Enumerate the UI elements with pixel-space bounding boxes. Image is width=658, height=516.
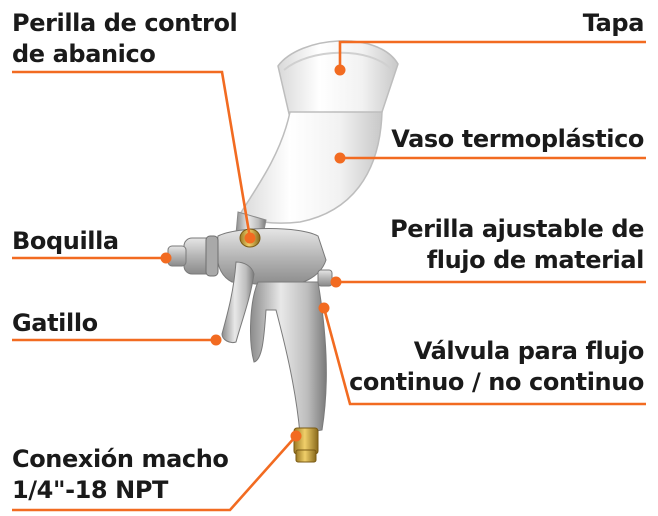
dot-perilla-abanico	[244, 232, 256, 244]
label-gatillo: Gatillo	[12, 309, 98, 337]
dot-tapa	[334, 64, 346, 76]
label-valvula-line2: continuo / no continuo	[349, 368, 644, 396]
label-boquilla: Boquilla	[12, 227, 119, 255]
callout-dots	[160, 64, 346, 442]
spray-gun-illustration	[167, 40, 399, 463]
leader-valvula	[322, 307, 646, 406]
label-valvula-line1: Válvula para flujo	[413, 337, 645, 365]
label-valvula: Válvula para flujo continuo / no continu…	[349, 336, 644, 398]
dot-perilla-flujo	[330, 276, 342, 288]
label-conexion-line1: Conexión macho	[12, 445, 229, 473]
label-perilla-abanico-line2: de abanico	[12, 40, 156, 68]
leader-tapa	[338, 40, 646, 70]
label-perilla-abanico-line1: Perilla de control	[12, 9, 238, 37]
label-vaso: Vaso termoplástico	[391, 125, 644, 153]
leader-perilla-abanico	[12, 70, 252, 239]
dot-boquilla	[160, 252, 172, 264]
label-conexion: Conexión macho 1/4"-18 NPT	[12, 444, 229, 506]
label-perilla-abanico: Perilla de control de abanico	[12, 8, 238, 70]
label-perilla-flujo-line2: flujo de material	[426, 246, 645, 274]
label-perilla-flujo: Perilla ajustable de flujo de material	[390, 214, 644, 276]
dot-vaso	[334, 152, 346, 164]
dot-gatillo	[210, 334, 222, 346]
gun-trigger	[221, 261, 255, 343]
rear-knob	[317, 269, 333, 287]
dot-conexion	[290, 430, 302, 442]
gun-head	[216, 228, 327, 287]
label-tapa: Tapa	[582, 9, 645, 37]
dot-valvula	[318, 302, 330, 314]
leader-lines	[12, 40, 646, 512]
leader-conexion	[12, 435, 297, 512]
gun-handle	[250, 281, 327, 435]
cup-body	[239, 111, 383, 224]
label-conexion-line2: 1/4"-18 NPT	[12, 476, 169, 504]
label-perilla-flujo-line1: Perilla ajustable de	[390, 215, 644, 243]
